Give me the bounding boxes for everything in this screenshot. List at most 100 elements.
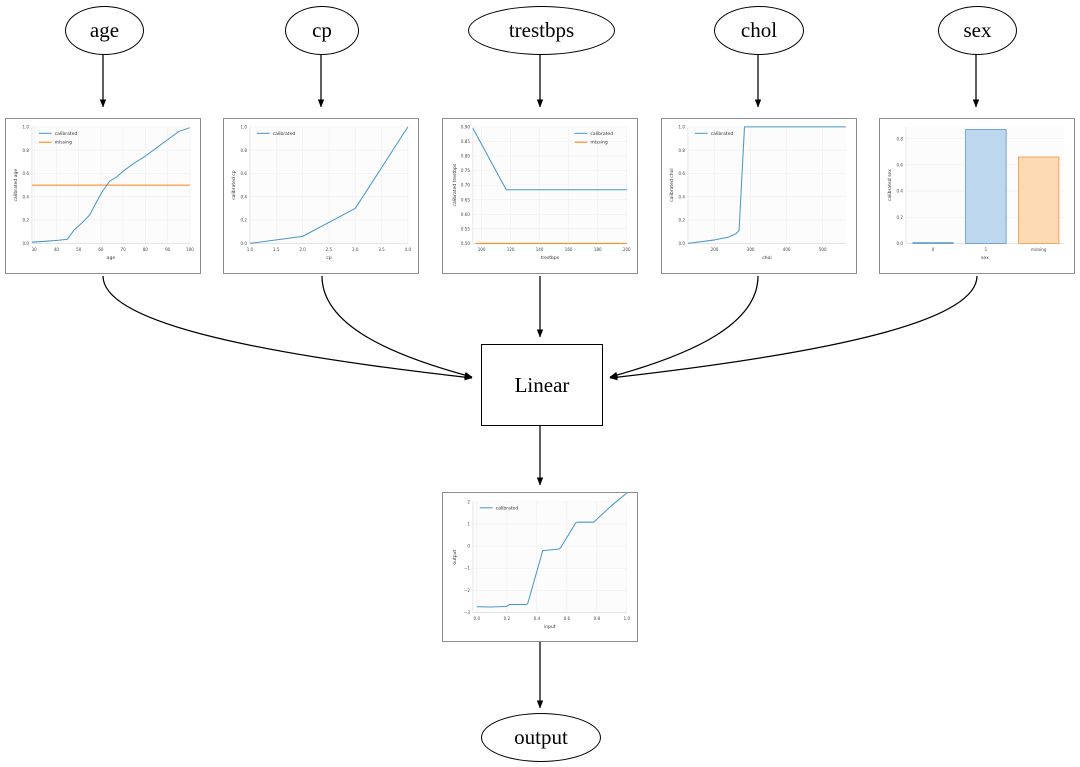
svg-text:0.8: 0.8 xyxy=(241,148,248,153)
node-trestbps-label: trestbps xyxy=(508,18,575,42)
svg-text:50: 50 xyxy=(76,247,82,252)
svg-text:60: 60 xyxy=(98,247,104,252)
node-chol[interactable]: chol xyxy=(714,6,804,55)
node-age-label: age xyxy=(89,18,120,42)
svg-text:1.0: 1.0 xyxy=(679,124,686,129)
svg-text:0.4: 0.4 xyxy=(241,194,248,199)
svg-text:missing: missing xyxy=(55,140,73,146)
svg-text:calibrated: calibrated xyxy=(711,131,734,137)
chart-output-ylabel: output xyxy=(452,549,458,564)
chart-output-xlabel: input xyxy=(544,624,556,630)
svg-text:400: 400 xyxy=(783,247,791,252)
chart-trestbps-ylabel: calibrated trestbps xyxy=(452,163,458,206)
chart-chol-xlabel: chol xyxy=(762,255,771,261)
svg-text:0.2: 0.2 xyxy=(23,218,30,223)
node-sex-label: sex xyxy=(963,18,992,42)
svg-text:1.0: 1.0 xyxy=(624,616,631,621)
node-output[interactable]: output xyxy=(481,713,601,762)
svg-text:0.50: 0.50 xyxy=(461,241,470,246)
svg-text:0.0: 0.0 xyxy=(474,616,481,621)
svg-text:calibrated: calibrated xyxy=(55,131,78,137)
svg-text:0.8: 0.8 xyxy=(679,148,686,153)
svg-text:0.75: 0.75 xyxy=(461,168,470,173)
svg-text:180: 180 xyxy=(594,247,602,252)
svg-text:0.6: 0.6 xyxy=(241,171,248,176)
svg-text:0.65: 0.65 xyxy=(461,197,470,202)
svg-text:calibrated: calibrated xyxy=(496,505,519,511)
svg-text:2.0: 2.0 xyxy=(299,247,306,252)
svg-text:calibrated: calibrated xyxy=(590,131,613,137)
svg-text:calibrated: calibrated xyxy=(273,131,296,137)
svg-text:1.5: 1.5 xyxy=(273,247,280,252)
svg-text:0.55: 0.55 xyxy=(461,226,470,231)
svg-text:140: 140 xyxy=(536,247,544,252)
svg-text:0: 0 xyxy=(932,247,935,252)
svg-text:1: 1 xyxy=(985,247,988,252)
node-trestbps[interactable]: trestbps xyxy=(468,6,615,55)
chart-chol-ylabel: calibrated chol xyxy=(669,168,675,202)
bar-sex-missing xyxy=(1018,156,1060,244)
node-linear[interactable]: Linear xyxy=(481,344,603,426)
svg-text:3.5: 3.5 xyxy=(378,247,385,252)
svg-text:−1: −1 xyxy=(464,566,470,571)
svg-text:160: 160 xyxy=(565,247,573,252)
svg-text:0.80: 0.80 xyxy=(461,154,470,159)
svg-text:120: 120 xyxy=(507,247,515,252)
chart-trestbps: 0.500.55 0.600.65 0.700.75 0.800.85 0.90… xyxy=(452,124,631,261)
svg-text:0.6: 0.6 xyxy=(679,171,686,176)
svg-text:0.0: 0.0 xyxy=(241,241,248,246)
node-chol-label: chol xyxy=(740,18,778,42)
node-age[interactable]: age xyxy=(65,6,144,55)
chart-age-ylabel: calibrated age xyxy=(13,169,19,202)
svg-text:0.2: 0.2 xyxy=(504,616,511,621)
chart-chol-legend: calibrated xyxy=(694,131,734,137)
node-output-label: output xyxy=(514,725,568,749)
svg-text:0.2: 0.2 xyxy=(897,215,904,220)
svg-text:0.0: 0.0 xyxy=(897,241,904,246)
svg-text:0.6: 0.6 xyxy=(897,162,904,167)
svg-text:300: 300 xyxy=(747,247,755,252)
chart-cp-xlabel: cp xyxy=(326,256,331,261)
svg-text:0.8: 0.8 xyxy=(897,136,904,141)
svg-text:0.8: 0.8 xyxy=(23,148,30,153)
svg-text:0.4: 0.4 xyxy=(897,189,904,194)
chart-age-xlabel: age xyxy=(107,256,116,261)
chart-sex-xlabel: sex xyxy=(981,256,989,261)
svg-text:4.0: 4.0 xyxy=(405,247,412,252)
edge-cpchart-to-linear xyxy=(321,275,473,379)
node-sex[interactable]: sex xyxy=(938,6,1017,55)
svg-text:missing: missing xyxy=(590,140,608,146)
svg-text:2.5: 2.5 xyxy=(326,247,333,252)
svg-text:0.60: 0.60 xyxy=(461,212,470,217)
svg-text:3.0: 3.0 xyxy=(352,247,359,252)
svg-text:1.0: 1.0 xyxy=(247,247,254,252)
svg-text:0.6: 0.6 xyxy=(564,616,571,621)
edge-agechart-to-linear xyxy=(102,275,473,381)
node-cp[interactable]: cp xyxy=(285,6,359,55)
bar-sex-1 xyxy=(965,129,1007,244)
svg-text:0.90: 0.90 xyxy=(461,124,470,129)
chart-sex-ylabel: calibrated sex xyxy=(887,169,893,201)
svg-text:2: 2 xyxy=(467,499,470,504)
chart-cp-ylabel: calibrated cp xyxy=(231,170,237,200)
svg-text:500: 500 xyxy=(819,247,827,252)
svg-text:30: 30 xyxy=(32,247,38,252)
svg-text:0.6: 0.6 xyxy=(23,171,30,176)
chart-output-legend: calibrated xyxy=(479,505,519,511)
svg-text:0.2: 0.2 xyxy=(679,218,686,223)
node-cp-label: cp xyxy=(312,18,332,42)
svg-text:0.4: 0.4 xyxy=(679,194,686,199)
svg-text:80: 80 xyxy=(143,247,149,252)
chart-trestbps-xlabel: trestbps xyxy=(541,255,560,261)
svg-text:0.0: 0.0 xyxy=(23,241,30,246)
